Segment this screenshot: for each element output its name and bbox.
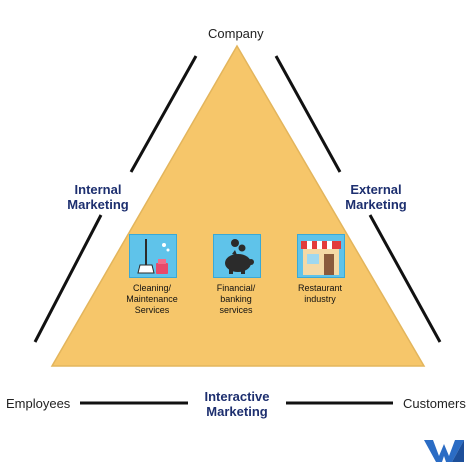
cleaning-icon <box>129 234 177 278</box>
employees-label: Employees <box>6 396 71 411</box>
right-line-lower <box>368 214 442 343</box>
company-label: Company <box>208 26 264 41</box>
interactive-marketing-label: Interactive Marketing <box>204 389 270 419</box>
piggy-bank-icon <box>213 234 261 278</box>
internal-marketing-label: Internal Marketing <box>67 182 129 212</box>
restaurant-industry-label: Restaurant industry <box>297 283 343 304</box>
financial-services-label: Financial/ banking services <box>216 283 256 315</box>
left-line-upper <box>129 55 198 173</box>
storefront-icon <box>297 234 345 278</box>
triangle <box>50 44 426 367</box>
brand-logo-icon <box>424 440 464 462</box>
cleaning-services-label: Cleaning/ Maintenance Services <box>126 283 178 315</box>
right-line-upper <box>274 55 342 173</box>
customers-label: Customers <box>403 396 466 411</box>
left-line-lower <box>33 214 103 343</box>
external-marketing-label: External Marketing <box>345 182 407 212</box>
